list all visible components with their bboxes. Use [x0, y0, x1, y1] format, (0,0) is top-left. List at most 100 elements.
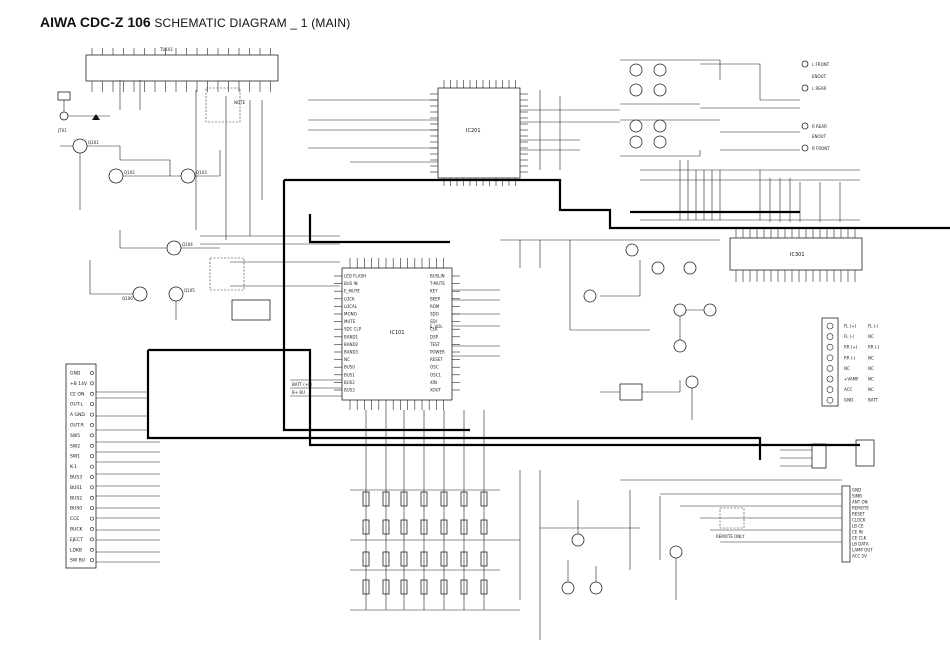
connector-bottom-right-pin: REMOTE: [852, 506, 869, 511]
connector-right-pin: +VAMP: [844, 377, 859, 382]
ic101-left-pin: SDC CLP: [344, 327, 362, 332]
tuner-module: TU101: [85, 47, 279, 92]
transistor-q402: [653, 63, 667, 77]
connector-bottom-right-pin: GND: [852, 488, 861, 493]
connector-left-pin: SW5: [70, 433, 80, 439]
page-title: AIWA CDC-Z 106 SCHEMATIC DIAGRAM _ 1 (MA…: [40, 14, 350, 30]
ic101-right-pin: BUSLIN: [430, 274, 445, 279]
connector-left-pin: BUS3: [70, 475, 82, 481]
ic101-left-pin: BUS3: [344, 388, 355, 393]
transistor-q101: [72, 138, 88, 154]
svg-text:Q106: Q106: [122, 296, 133, 301]
connector-bottom-right-pin: LB CE: [852, 524, 864, 529]
note-box-1: [205, 87, 241, 123]
transistor-q302: [685, 375, 699, 389]
ic101-left-pin: LOCK: [344, 296, 355, 301]
bbu-label: B+ BU: [292, 390, 305, 395]
ic101-right-pin: CLK: [430, 327, 438, 332]
connector-left-pin: GND: [70, 371, 81, 377]
ic101-right-pin: POWER: [430, 350, 445, 355]
ic101-right-pin: OSC1: [430, 372, 441, 377]
connector-right-pin: ACC: [844, 387, 852, 392]
connector-left-pin: CCE: [70, 516, 79, 522]
evol-label: E_VOL: [430, 324, 443, 329]
connector-left-pin: OUT-R: [70, 423, 84, 429]
connector-right-pin-b: BATT: [868, 398, 879, 403]
out-r-front: R FRONT: [812, 146, 830, 151]
transistor-q301: [673, 339, 687, 353]
connector-left-pin: BUS0: [70, 506, 82, 512]
connector-left-pin: BUS2: [70, 495, 82, 501]
ic101-left-pin: BUS1: [344, 372, 355, 377]
connector-left-pin: A GND: [70, 412, 85, 418]
title-brand: AIWA CDC-Z 106: [40, 14, 151, 30]
svg-text:Q103: Q103: [196, 170, 207, 175]
connector-left-pin: BUCK: [70, 527, 84, 533]
batt-label: BATT (+B): [292, 382, 313, 387]
connector-bottom-right-pin: ANT ON: [852, 500, 868, 505]
ic101-left-pin: BUS IN: [344, 281, 358, 286]
antenna-jack: [59, 111, 69, 121]
ic301-label: IC301: [790, 252, 805, 258]
ic101-label: IC101: [390, 330, 405, 336]
connector-left-pin: EJECT: [70, 537, 83, 543]
note-box-2: [209, 257, 245, 291]
connector-bottom-right-pin: CLOCK: [852, 518, 866, 523]
ic101-right-pin: XIN: [430, 380, 437, 385]
transistor-q702: [561, 581, 575, 595]
connector-left-pin: BUS1: [70, 485, 82, 491]
connector-bottom-right-pin: ACC 5V: [852, 554, 867, 559]
antenna-section: JT01: [57, 91, 110, 133]
transistor-q102: [108, 168, 124, 184]
ic101-left-pin: BAND2: [344, 342, 359, 347]
connector-right-pin-b: FL (-): [868, 324, 879, 329]
ic301-body: [729, 237, 863, 271]
transistor-q106: [132, 286, 148, 302]
wiring-center: [96, 80, 620, 563]
note-table: [231, 299, 271, 321]
crystal-oscillator: [619, 383, 643, 401]
out-l-front: L FRONT: [812, 62, 830, 67]
ic101-right-pin: BEEP: [430, 296, 441, 301]
connector-right-pin-b: NC: [868, 355, 874, 360]
transistor-q401: [629, 63, 643, 77]
ic101-right-pin: RESET: [430, 357, 443, 362]
connector-bottom-right-pin: LB DATA: [852, 542, 869, 547]
ic101-right-pin: DSP: [430, 334, 439, 339]
ic301-power-amp: IC301: [729, 228, 863, 282]
tuner-block: [85, 54, 279, 82]
connector-left-pin: K-1: [70, 464, 77, 470]
connector-bottom-right-pin: CE CLK: [852, 536, 867, 541]
connector-right-pin: GND: [844, 398, 853, 403]
ic101-right-pin: KEY: [430, 289, 438, 294]
connector-left-pin: LDKB: [70, 547, 82, 553]
title-subtitle: SCHEMATIC DIAGRAM _ 1 (MAIN): [154, 16, 351, 30]
transistor-cluster-left: Q101 Q102 Q103 Q104 Q105 Q106: [60, 138, 221, 320]
transistor-cluster-right: [560, 239, 720, 420]
transistor-q502: [583, 289, 597, 303]
resistor-array-bottom: [350, 410, 541, 640]
ic101-left-pin: BUS0: [344, 365, 355, 370]
out-l-rear: L REAR: [812, 86, 827, 91]
ic101-right-pin: TEST: [429, 342, 441, 347]
connector-bottom-right-pin: SIMB: [852, 494, 862, 499]
connector-right-pin: RR (-): [844, 355, 856, 360]
transistor-cluster-bottom-right: REMOTE ONLY: [540, 479, 842, 600]
transistor-q105: [168, 286, 184, 302]
connector-right-pin-b: RR (-): [868, 345, 880, 350]
diode-d101: [92, 114, 100, 120]
connector-bottom-right-body: [841, 485, 851, 563]
connector-right-body: [821, 317, 839, 407]
connector-bottom-right-pin: LAMP OUT: [852, 548, 873, 553]
transistor-q501: [625, 243, 639, 257]
ic101-left-pin: BUS2: [344, 380, 355, 385]
ic101-body: [341, 267, 453, 401]
tuner-pins: [91, 48, 271, 92]
remote-only-label: REMOTE ONLY: [716, 534, 745, 539]
transistor-q504: [703, 303, 717, 317]
ic101-left-pin: BAND3: [344, 350, 359, 355]
